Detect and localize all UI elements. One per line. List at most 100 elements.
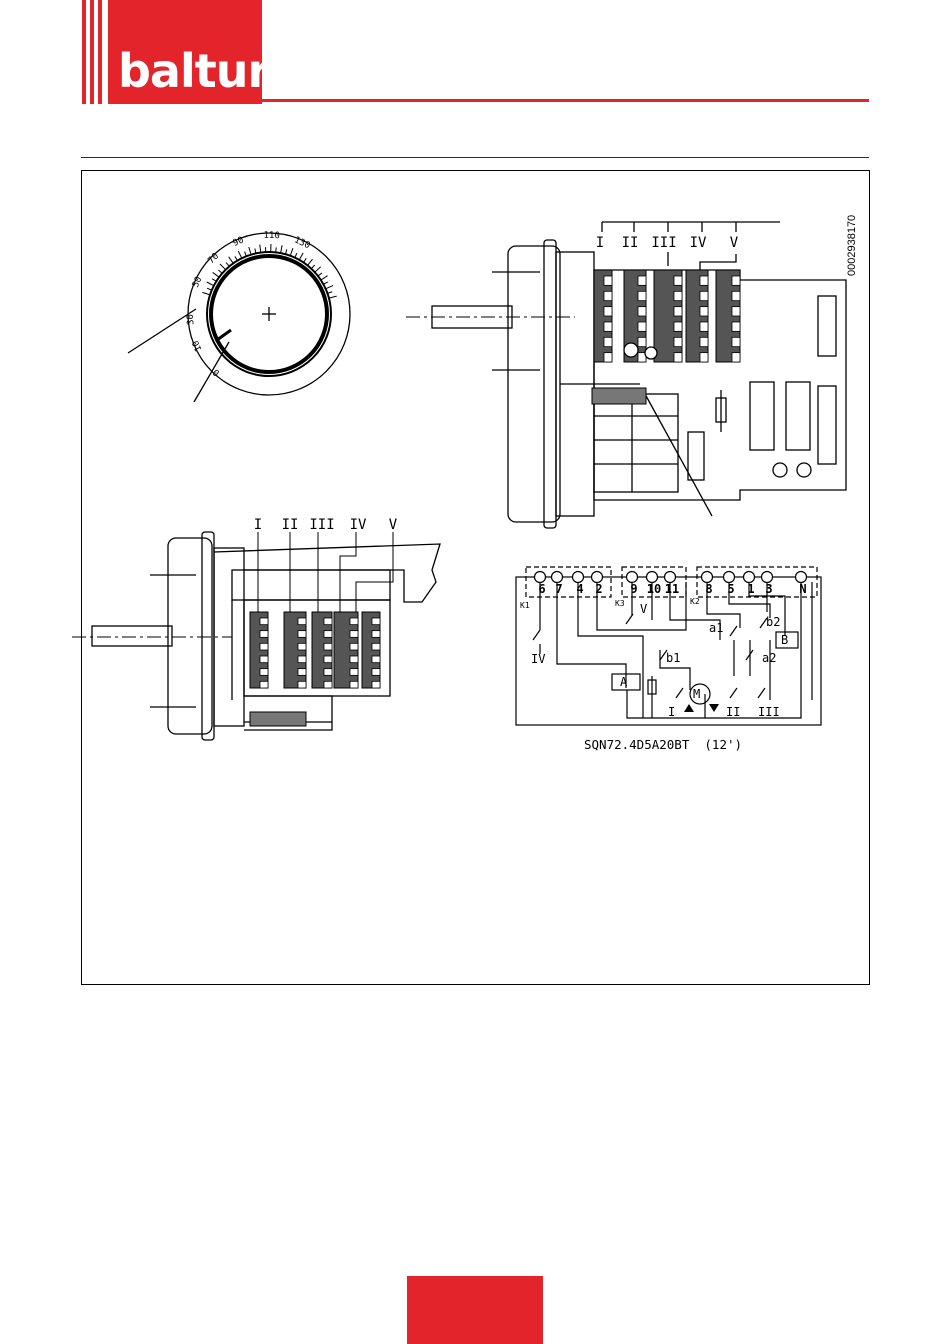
- dial-scale-label: 130: [292, 235, 311, 251]
- dial-tick: [311, 265, 314, 269]
- cam-scale-mark: [260, 631, 268, 638]
- dial-tick: [281, 245, 282, 253]
- cam-scale-mark: [298, 643, 306, 650]
- dial-tick: [276, 247, 277, 252]
- motor-side-view-top: [406, 222, 846, 528]
- terminal-row: [535, 572, 807, 583]
- terminal-label: 2: [595, 582, 602, 596]
- cam-scale-mark: [604, 291, 612, 300]
- cam-label: I: [254, 517, 262, 533]
- terminal-label: 9: [630, 582, 637, 596]
- cam-label: IV: [690, 235, 707, 251]
- cam-scale-mark: [260, 656, 268, 663]
- terminal-label: 3: [765, 582, 772, 596]
- dial-tick: [212, 279, 216, 282]
- dial-tick: [218, 270, 222, 273]
- dial-scale-label: 30: [186, 314, 197, 326]
- dial-tick: [226, 263, 229, 267]
- switch-label: IV: [531, 652, 545, 666]
- dial-tick: [329, 296, 337, 298]
- cam-scale-mark: [732, 307, 740, 316]
- cam-scale-mark: [260, 643, 268, 650]
- cam-scale-mark: [324, 631, 332, 638]
- cam-scale-mark: [674, 353, 682, 362]
- dial-tick: [249, 247, 251, 255]
- cam-scale-mark: [372, 631, 380, 638]
- cam-scale-mark: [638, 322, 646, 331]
- cam-scale-mark: [638, 307, 646, 316]
- cam-scale-mark: [638, 291, 646, 300]
- switch-label: a2: [762, 651, 776, 665]
- dial-tick: [229, 257, 234, 264]
- dial-tick: [315, 267, 321, 272]
- cam-scale-mark: [638, 276, 646, 285]
- dial-tick: [326, 286, 333, 289]
- terminal: [702, 572, 713, 583]
- dial-tick: [323, 282, 327, 284]
- cam-scale-mark: [700, 337, 708, 346]
- terminal: [665, 572, 676, 583]
- terminal: [535, 572, 546, 583]
- dial-tick: [213, 272, 219, 277]
- cam-scale-mark: [700, 291, 708, 300]
- cam-scale-mark: [604, 276, 612, 285]
- cam-stack-bottom: [250, 612, 380, 688]
- cam-scale-mark: [298, 656, 306, 663]
- terminal: [647, 572, 658, 583]
- terminal-label: 6: [538, 582, 545, 596]
- cam-scale-mark: [372, 643, 380, 650]
- terminal: [573, 572, 584, 583]
- terminal: [552, 572, 563, 583]
- cam-label: IV: [350, 517, 367, 533]
- switch-label: III: [758, 705, 780, 719]
- cam-scale-mark: [298, 631, 306, 638]
- cam-scale-mark: [372, 656, 380, 663]
- terminal-label: 11: [665, 582, 679, 596]
- cam-scale-mark: [674, 307, 682, 316]
- terminal-label: 10: [647, 582, 661, 596]
- cam-scale-mark: [350, 656, 358, 663]
- cam-scale-mark: [674, 276, 682, 285]
- dial-tick: [303, 258, 306, 262]
- cam-scale-mark: [260, 618, 268, 625]
- switch-label: I: [668, 705, 675, 719]
- cam-scale-mark: [674, 337, 682, 346]
- document-code: 0002938170: [846, 215, 858, 276]
- switch-label: V: [640, 602, 647, 616]
- cam-dial: [128, 233, 350, 402]
- cam-scale-mark: [700, 276, 708, 285]
- motor-direction-arrows: [684, 704, 719, 712]
- cam-scale-mark: [604, 307, 612, 316]
- terminal-group-label: K3: [615, 599, 625, 608]
- dial-tick: [235, 256, 238, 260]
- cam-scale-mark: [298, 669, 306, 676]
- cam-label: II: [622, 235, 639, 251]
- terminal-label: 5: [727, 582, 734, 596]
- cam-scale-mark: [324, 656, 332, 663]
- cam-scale-mark: [324, 681, 332, 688]
- cam-scale-mark: [732, 322, 740, 331]
- switch-label: b2: [766, 615, 780, 629]
- terminal-label: N: [799, 582, 806, 596]
- cam-scale-mark: [350, 669, 358, 676]
- switch-label: a1: [709, 621, 723, 635]
- cam-label: III: [309, 517, 334, 533]
- cam-scale-mark: [350, 618, 358, 625]
- cam-scale-mark: [350, 681, 358, 688]
- cam-scale-mark: [260, 681, 268, 688]
- selector-block-bottom: [250, 712, 306, 726]
- cam-scale-mark: [298, 618, 306, 625]
- terminal-label: 7: [555, 582, 562, 596]
- cam-label: III: [651, 235, 676, 251]
- dial-tick: [308, 259, 313, 265]
- dial-tick: [299, 253, 303, 260]
- cam-scale-mark: [350, 643, 358, 650]
- terminal-group-label: K1: [520, 601, 530, 610]
- dial-tick: [207, 282, 214, 286]
- cam-label: II: [282, 517, 299, 533]
- cam-scale-mark: [638, 337, 646, 346]
- cam-label: V: [730, 235, 739, 251]
- terminal-label: 4: [576, 582, 583, 596]
- cam-scale-mark: [700, 322, 708, 331]
